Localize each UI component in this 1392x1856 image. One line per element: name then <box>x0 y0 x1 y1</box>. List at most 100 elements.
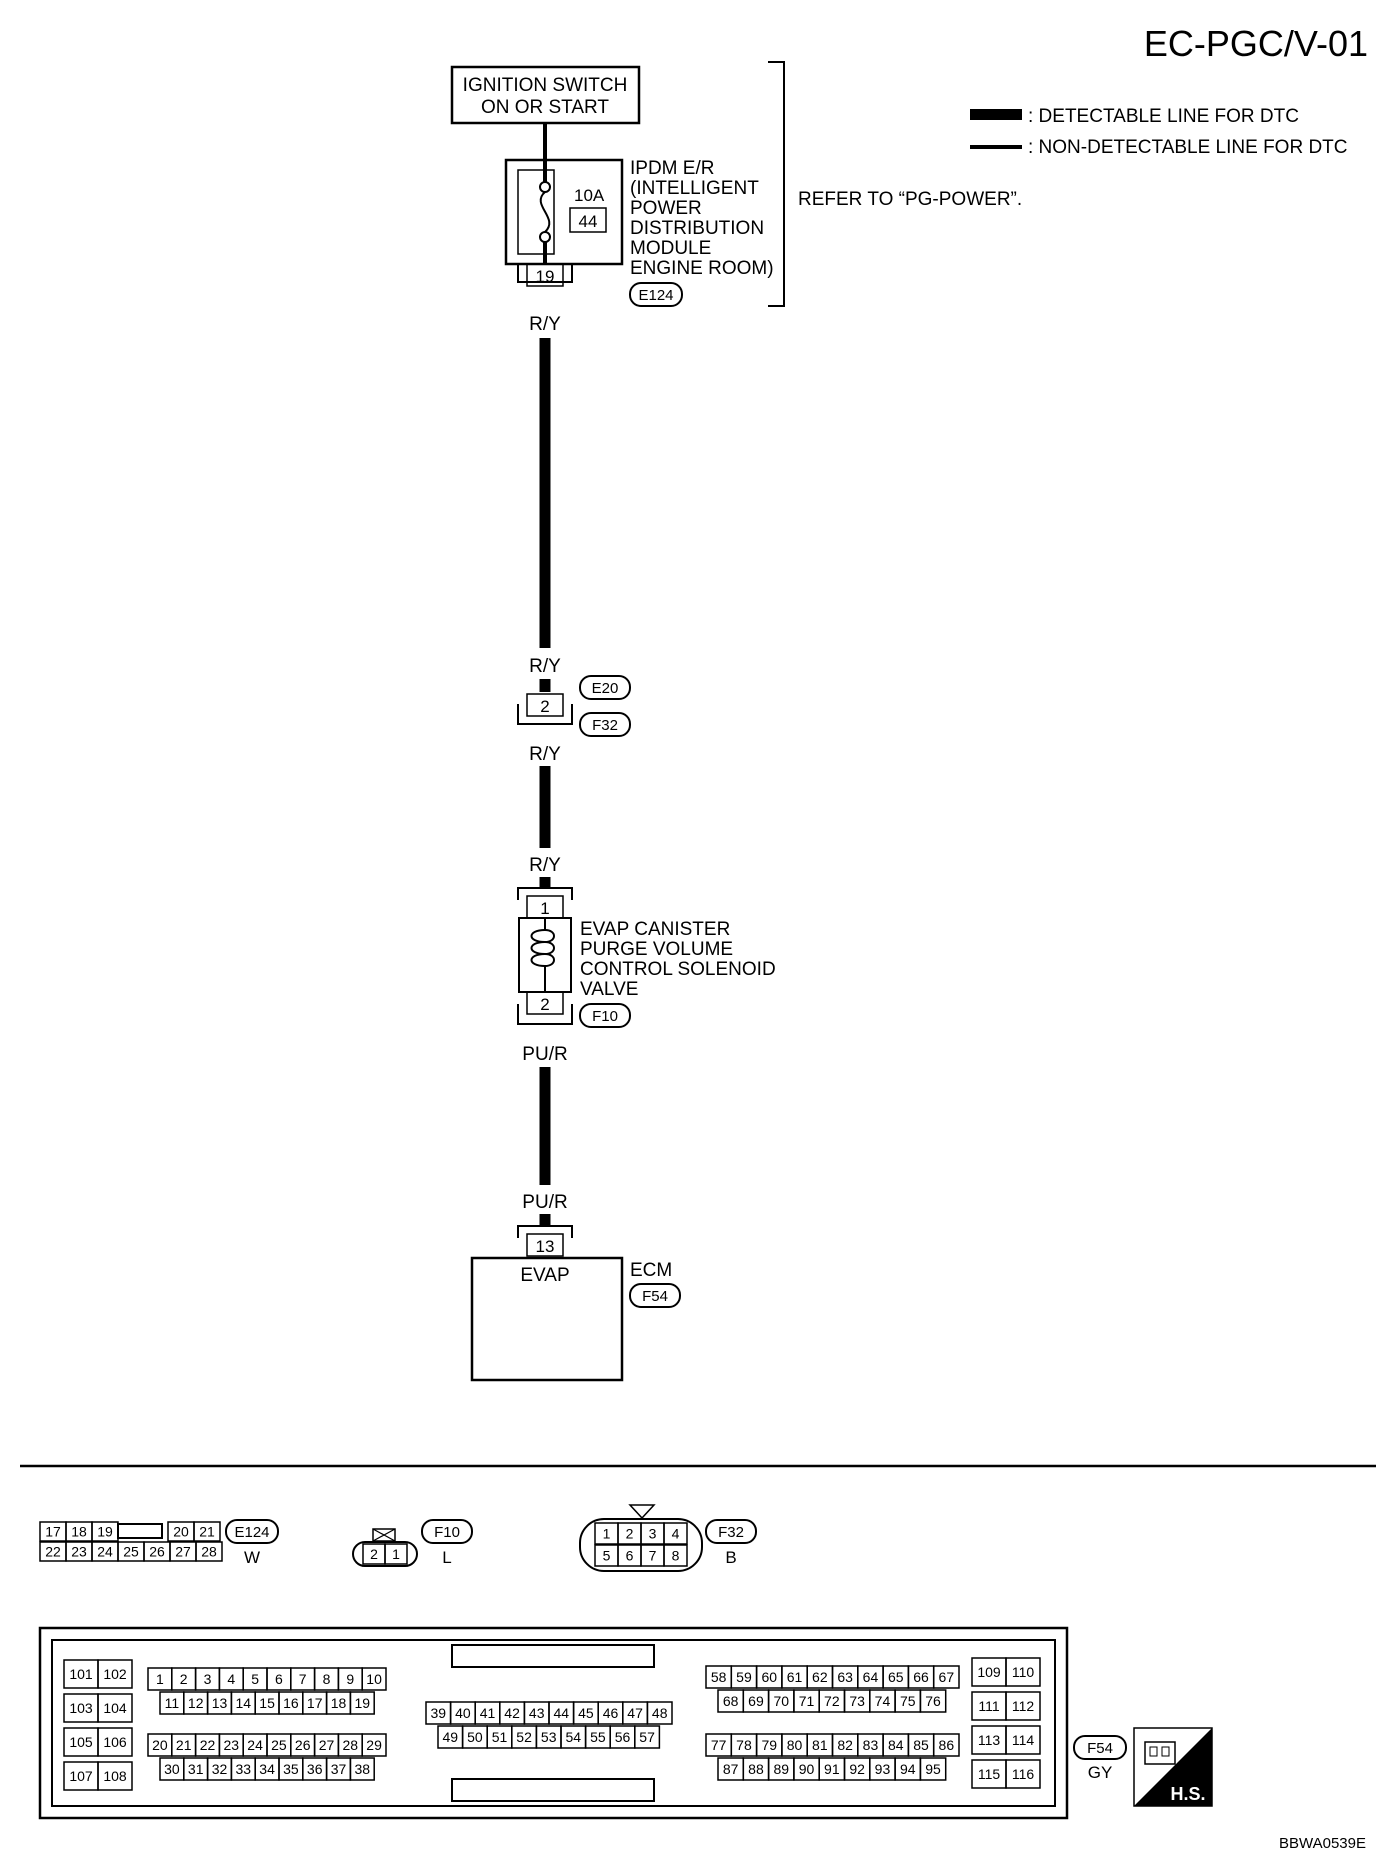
e124-pin-label: 18 <box>71 1524 87 1540</box>
wire3-color-bottom: PU/R <box>522 1192 567 1213</box>
legend-thick-line <box>970 109 1022 120</box>
f54-pin-label: 60 <box>761 1669 777 1685</box>
f54-pin-label: 112 <box>1012 1698 1035 1714</box>
f32-badge <box>705 1519 757 1544</box>
e124-pin-label: 22 <box>45 1544 61 1560</box>
f54-pin-cell <box>361 1667 387 1691</box>
junction-pin-box <box>526 693 564 717</box>
f54-pin-label: 82 <box>837 1737 853 1753</box>
fuse-terminal-bottom <box>539 231 551 243</box>
f54-pin-label: 65 <box>888 1669 904 1685</box>
f32-pin-label: 3 <box>649 1526 657 1542</box>
f54-pin-label: 58 <box>711 1669 727 1685</box>
f54-badge <box>1073 1735 1127 1760</box>
f54-pin-label: 11 <box>165 1695 180 1711</box>
solenoid-pin-bottom: 2 <box>540 995 549 1014</box>
f54-pin-label: 114 <box>1012 1732 1035 1748</box>
solenoid-connector-id: F10 <box>592 1008 618 1025</box>
f54-pin-label: 73 <box>849 1693 865 1709</box>
f54-pin-label: 87 <box>723 1761 739 1777</box>
e124-latch <box>117 1523 163 1539</box>
f54-pin-label: 95 <box>925 1761 941 1777</box>
e124-badge <box>225 1519 279 1544</box>
junction-badge-top <box>579 675 631 700</box>
hs-badge-fill <box>1134 1728 1212 1806</box>
f54-pin-label: 18 <box>331 1695 347 1711</box>
f54-pin-label: 12 <box>188 1695 204 1711</box>
junction-pin: 2 <box>540 697 549 716</box>
f54-pin-label: 116 <box>1012 1766 1035 1782</box>
f54-pin-label: 20 <box>152 1737 168 1753</box>
f54-pin-label: 111 <box>978 1698 999 1714</box>
refer-note: REFER TO “PG-POWER”. <box>798 189 1022 210</box>
f54-pin-label: 72 <box>824 1693 840 1709</box>
f32-housing <box>579 1518 703 1572</box>
f54-pin-cell <box>97 1659 133 1689</box>
f54-pin-label: 94 <box>900 1761 916 1777</box>
f54-pin-label: 108 <box>103 1768 127 1784</box>
f54-pin-cell <box>1005 1691 1041 1721</box>
ignition-line2: ON OR START <box>481 97 609 118</box>
ipdm-label-1: IPDM E/R <box>630 158 714 179</box>
f54-pin-label: 29 <box>366 1737 382 1753</box>
f54-pin-label: 45 <box>578 1705 594 1721</box>
figure-code: BBWA0539E <box>1279 1835 1366 1852</box>
hs-connector-icon-pin <box>1149 1746 1158 1757</box>
f54-pin-cell <box>1005 1759 1041 1789</box>
f54-pin-cell <box>361 1733 387 1757</box>
f54-pin-label: 69 <box>748 1693 764 1709</box>
f32-id: F32 <box>718 1524 744 1541</box>
f54-inner-housing <box>51 1639 1056 1807</box>
f32-color: B <box>725 1548 736 1567</box>
wire1-color-bottom: R/Y <box>529 656 561 677</box>
f32-pin-label: 4 <box>672 1526 680 1542</box>
ecm-name: ECM <box>630 1260 672 1281</box>
ipdm-pin-box <box>526 263 564 287</box>
f54-pin-label: 55 <box>590 1729 606 1745</box>
f10-badge <box>421 1519 473 1544</box>
f54-pin-label: 76 <box>925 1693 941 1709</box>
f54-pin-label: 39 <box>431 1705 447 1721</box>
e124-pin-label: 28 <box>201 1544 217 1560</box>
f54-pin-label: 40 <box>455 1705 471 1721</box>
f54-pin-label: 3 <box>204 1671 212 1687</box>
f54-color: GY <box>1088 1763 1113 1782</box>
f54-pin-cell <box>349 1691 375 1715</box>
solenoid-pin-bottom-box <box>526 991 564 1015</box>
f32-pin-label: 1 <box>603 1526 611 1542</box>
f54-pin-label: 16 <box>283 1695 299 1711</box>
fuse-terminal-top <box>539 181 551 193</box>
f54-pin-label: 13 <box>212 1695 228 1711</box>
solenoid-pin-top: 1 <box>540 899 549 918</box>
wire2-color-bottom: R/Y <box>529 855 561 876</box>
f54-pin-label: 25 <box>271 1737 287 1753</box>
f54-pin-label: 59 <box>736 1669 752 1685</box>
f54-pin-label: 17 <box>307 1695 323 1711</box>
f54-pin-label: 93 <box>875 1761 891 1777</box>
page-code: EC-PGC/V-01 <box>1144 23 1368 64</box>
f54-bottom-latch <box>451 1778 655 1802</box>
e124-pin-label: 17 <box>45 1524 61 1540</box>
ecm-pin: 13 <box>536 1237 555 1256</box>
f54-pin-label: 83 <box>863 1737 879 1753</box>
e124-pin-label: 26 <box>149 1544 165 1560</box>
f54-pin-label: 50 <box>467 1729 483 1745</box>
ecm-box <box>470 1256 624 1382</box>
ecm-pin-box <box>526 1233 564 1257</box>
f54-pin-label: 71 <box>799 1693 815 1709</box>
solenoid-label-2: PURGE VOLUME <box>580 939 733 960</box>
ecm-bracket <box>517 1225 573 1238</box>
ipdm-connector-bracket <box>517 264 573 283</box>
f10-id: F10 <box>434 1524 460 1541</box>
f54-pin-cell <box>97 1727 133 1757</box>
f54-pin-label: 21 <box>176 1737 192 1753</box>
f54-id: F54 <box>1087 1740 1113 1757</box>
ignition-line1: IGNITION SWITCH <box>463 75 628 96</box>
f54-pin-label: 51 <box>492 1729 508 1745</box>
e124-pin-label: 24 <box>97 1544 113 1560</box>
f54-pin-label: 106 <box>103 1734 127 1750</box>
f54-pin-label: 22 <box>200 1737 216 1753</box>
f10-pin-cell <box>384 1543 408 1565</box>
